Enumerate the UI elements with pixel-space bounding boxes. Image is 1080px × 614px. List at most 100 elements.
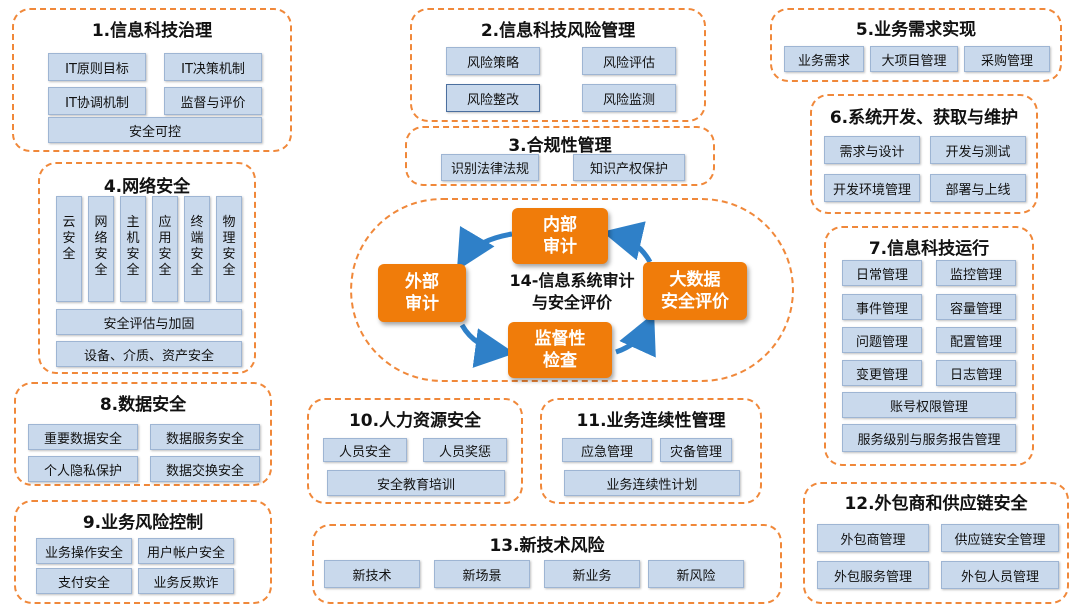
item-box[interactable]: 大项目管理 xyxy=(870,46,958,72)
panel-business-requirements: 5.业务需求实现 业务需求 大项目管理 采购管理 xyxy=(770,8,1062,82)
node-external-audit[interactable]: 外部 审计 xyxy=(378,264,466,322)
item-box[interactable]: 配置管理 xyxy=(936,327,1016,353)
item-box[interactable]: 安全评估与加固 xyxy=(56,309,242,335)
item-box[interactable]: 开发环境管理 xyxy=(824,174,920,202)
item-box[interactable]: 灾备管理 xyxy=(660,438,732,462)
item-box[interactable]: 账号权限管理 xyxy=(842,392,1016,418)
item-box[interactable]: 监督与评价 xyxy=(164,87,262,115)
panel-network-security: 4.网络安全 云安全 网络安全 主机安全 应用安全 终端安全 物理安全 安全评估… xyxy=(38,162,256,374)
panel-title: 3.合规性管理 xyxy=(508,136,612,156)
item-box[interactable]: 风险策略 xyxy=(446,47,540,75)
arrow-bottom-to-right xyxy=(615,312,656,358)
item-box[interactable]: 开发与测试 xyxy=(930,136,1026,164)
item-box[interactable]: 设备、介质、资产安全 xyxy=(56,341,242,367)
item-box[interactable]: 部署与上线 xyxy=(930,174,1026,202)
item-box[interactable]: 人员安全 xyxy=(323,438,407,462)
vertical-item-box[interactable]: 物理安全 xyxy=(216,196,242,302)
vertical-item-box[interactable]: 终端安全 xyxy=(184,196,210,302)
panel-title: 7.信息科技运行 xyxy=(868,239,990,259)
vertical-item-label: 终端安全 xyxy=(190,215,204,278)
item-box[interactable]: 应急管理 xyxy=(562,438,652,462)
item-box[interactable]: 风险评估 xyxy=(582,47,676,75)
panel-it-risk-management: 2.信息科技风险管理 风险策略 风险评估 风险整改 风险监测 xyxy=(410,8,706,122)
panel-hr-security: 10.人力资源安全 人员安全 人员奖惩 安全教育培训 xyxy=(307,398,523,504)
node-supervisory-inspection[interactable]: 监督性 检查 xyxy=(508,322,612,378)
item-box[interactable]: 重要数据安全 xyxy=(28,424,138,450)
audit-cycle-panel xyxy=(350,198,794,382)
item-box[interactable]: 问题管理 xyxy=(842,327,922,353)
center-title-line2: 与安全评价 xyxy=(531,293,612,312)
panel-it-operations: 7.信息科技运行 日常管理 监控管理 事件管理 容量管理 问题管理 配置管理 变… xyxy=(824,226,1034,466)
item-box[interactable]: 采购管理 xyxy=(964,46,1050,72)
panel-title: 9.业务风险控制 xyxy=(82,513,204,533)
item-box[interactable]: 容量管理 xyxy=(936,294,1016,320)
item-box[interactable]: 新风险 xyxy=(648,560,744,588)
vertical-item-box[interactable]: 主机安全 xyxy=(120,196,146,302)
item-box[interactable]: 风险监测 xyxy=(582,84,676,112)
item-box[interactable]: 业务需求 xyxy=(784,46,864,72)
vertical-item-box[interactable]: 云安全 xyxy=(56,196,82,302)
item-box[interactable]: 需求与设计 xyxy=(824,136,920,164)
item-box[interactable]: 人员奖惩 xyxy=(423,438,507,462)
panel-title: 1.信息科技治理 xyxy=(91,21,213,41)
item-box[interactable]: 识别法律法规 xyxy=(441,154,539,181)
vertical-item-label: 物理安全 xyxy=(222,215,236,278)
item-box[interactable]: 业务连续性计划 xyxy=(564,470,740,496)
item-box[interactable]: 安全可控 xyxy=(48,117,262,143)
item-box[interactable]: 监控管理 xyxy=(936,260,1016,286)
item-box[interactable]: 新业务 xyxy=(544,560,640,588)
item-box[interactable]: IT决策机制 xyxy=(164,53,262,81)
vertical-item-label: 主机安全 xyxy=(126,215,140,278)
item-box[interactable]: 日常管理 xyxy=(842,260,922,286)
center-title-line1: 14-信息系统审计 xyxy=(509,271,635,290)
item-box[interactable]: IT原则目标 xyxy=(48,53,146,81)
item-box[interactable]: 新场景 xyxy=(434,560,530,588)
panel-title: 4.网络安全 xyxy=(103,177,191,197)
panel-title: 2.信息科技风险管理 xyxy=(480,21,636,41)
item-box[interactable]: 供应链安全管理 xyxy=(941,524,1059,552)
item-box[interactable]: 支付安全 xyxy=(36,568,132,594)
item-box[interactable]: 风险整改 xyxy=(446,84,540,112)
vertical-item-box[interactable]: 应用安全 xyxy=(152,196,178,302)
item-box[interactable]: 用户帐户安全 xyxy=(138,538,234,564)
item-box[interactable]: 日志管理 xyxy=(936,360,1016,386)
panel-it-governance: 1.信息科技治理 IT原则目标 IT决策机制 IT协调机制 监督与评价 安全可控 xyxy=(12,8,292,152)
panel-data-security: 8.数据安全 重要数据安全 数据服务安全 个人隐私保护 数据交换安全 xyxy=(14,382,272,486)
item-box[interactable]: 变更管理 xyxy=(842,360,922,386)
item-box[interactable]: 新技术 xyxy=(324,560,420,588)
node-internal-audit[interactable]: 内部 审计 xyxy=(512,208,608,264)
center-title: 14-信息系统审计 与安全评价 xyxy=(502,270,642,314)
vertical-item-label: 网络安全 xyxy=(94,215,108,278)
item-box[interactable]: 事件管理 xyxy=(842,294,922,320)
item-box[interactable]: 个人隐私保护 xyxy=(28,456,138,482)
item-box[interactable]: IT协调机制 xyxy=(48,87,146,115)
panel-title: 13.新技术风险 xyxy=(489,536,605,556)
panel-new-tech-risk: 13.新技术风险 新技术 新场景 新业务 新风险 xyxy=(312,524,782,604)
panel-business-continuity: 11.业务连续性管理 应急管理 灾备管理 业务连续性计划 xyxy=(540,398,762,504)
panel-title: 10.人力资源安全 xyxy=(348,411,482,431)
arrow-top-to-left xyxy=(456,225,513,271)
item-box[interactable]: 外包人员管理 xyxy=(941,561,1059,589)
vertical-item-box[interactable]: 网络安全 xyxy=(88,196,114,302)
node-bigdata-security-eval[interactable]: 大数据 安全评价 xyxy=(643,262,747,320)
arrow-right-to-top xyxy=(602,221,653,264)
arrow-left-to-bottom xyxy=(459,323,515,368)
item-box[interactable]: 业务反欺诈 xyxy=(138,568,234,594)
panel-title: 8.数据安全 xyxy=(99,395,187,415)
item-box[interactable]: 数据服务安全 xyxy=(150,424,260,450)
item-box[interactable]: 数据交换安全 xyxy=(150,456,260,482)
vertical-item-label: 应用安全 xyxy=(158,215,172,278)
item-box[interactable]: 外包商管理 xyxy=(817,524,929,552)
item-box[interactable]: 业务操作安全 xyxy=(36,538,132,564)
panel-outsourcing-supply-chain: 12.外包商和供应链安全 外包商管理 供应链安全管理 外包服务管理 外包人员管理 xyxy=(803,482,1069,604)
panel-title: 11.业务连续性管理 xyxy=(576,411,726,431)
panel-system-development: 6.系统开发、获取与维护 需求与设计 开发与测试 开发环境管理 部署与上线 xyxy=(810,94,1038,214)
panel-title: 12.外包商和供应链安全 xyxy=(844,494,1028,514)
item-box[interactable]: 安全教育培训 xyxy=(327,470,505,496)
panel-title: 5.业务需求实现 xyxy=(855,20,977,40)
item-box[interactable]: 外包服务管理 xyxy=(817,561,929,589)
item-box[interactable]: 知识产权保护 xyxy=(573,154,685,181)
item-box[interactable]: 服务级别与服务报告管理 xyxy=(842,424,1016,452)
panel-title: 6.系统开发、获取与维护 xyxy=(829,108,1019,128)
